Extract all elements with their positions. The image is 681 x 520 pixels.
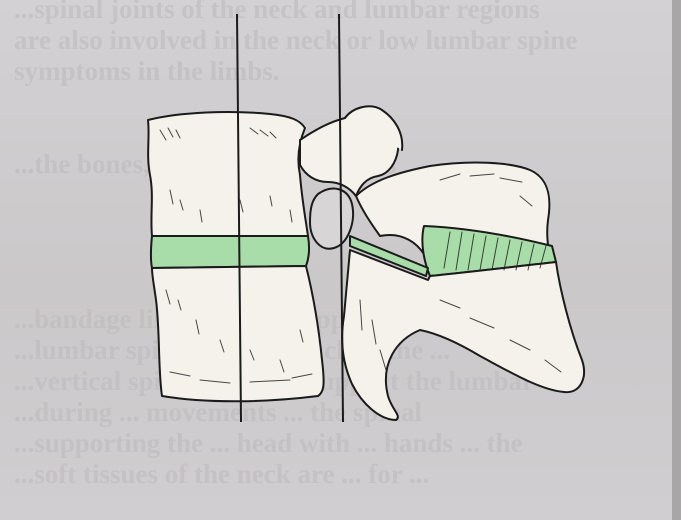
upper-vertebral-body: [148, 112, 308, 236]
intervertebral-foramen: [310, 189, 353, 249]
lower-vertebral-body: [152, 266, 324, 401]
intervertebral-disc: [151, 236, 309, 268]
page-edge-shadow: [672, 0, 681, 520]
spinous-process: [342, 250, 584, 420]
